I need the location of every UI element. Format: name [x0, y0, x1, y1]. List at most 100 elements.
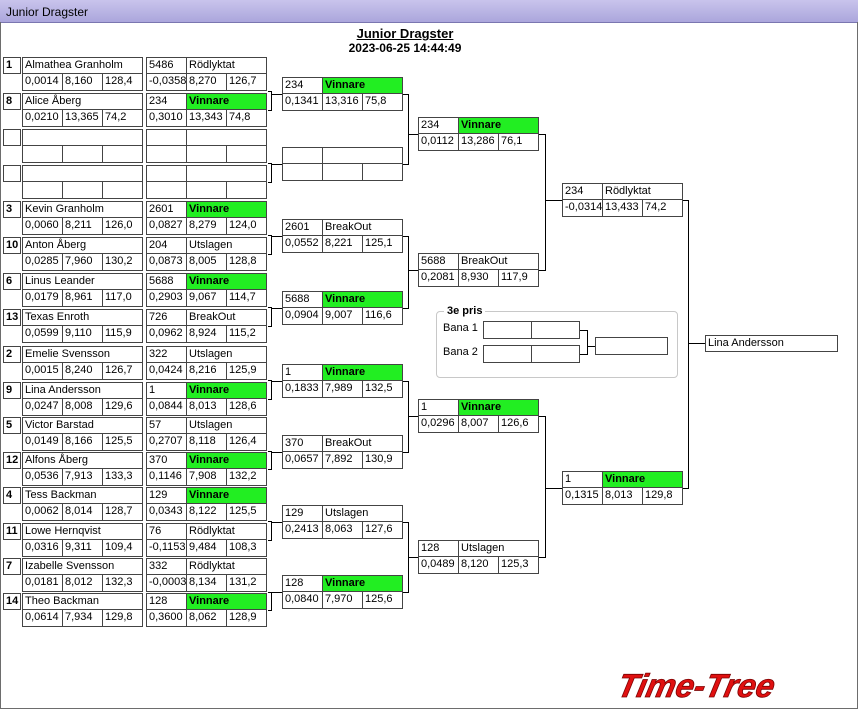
driver-entry[interactable]	[22, 165, 143, 199]
speed-cell: 128,4	[105, 75, 133, 87]
lane-id-cell: 128	[283, 576, 323, 592]
connector	[587, 346, 595, 347]
result-cell: Utslagen	[187, 238, 266, 254]
connector	[271, 307, 272, 327]
round2-entry[interactable]	[282, 147, 403, 181]
speed-cell: 126,6	[501, 417, 529, 429]
speed-cell: 125,9	[229, 364, 257, 376]
speed-cell: 74,2	[105, 111, 127, 123]
result-cell: Vinnare	[187, 202, 266, 218]
connector	[403, 236, 409, 237]
reaction-time-cell: -0,0358	[147, 74, 187, 90]
lane-id-cell: 1	[147, 383, 187, 399]
result-cell: BreakOut	[323, 436, 402, 452]
connector	[408, 236, 409, 309]
third-place-winner-box[interactable]	[595, 337, 668, 355]
lane-entry[interactable]	[146, 129, 267, 163]
speed-cell: 75,8	[365, 95, 387, 107]
seed-number: 10	[3, 237, 21, 254]
reaction-time-cell: 0,2707	[147, 434, 187, 450]
elapsed-time-cell: 8,062	[187, 610, 227, 626]
result-cell	[187, 130, 266, 146]
reaction-time-cell: 0,0179	[23, 290, 63, 306]
reaction-time-cell: 0,0424	[147, 363, 187, 379]
third-place-lane1-entry[interactable]	[483, 321, 580, 339]
connector	[545, 416, 546, 558]
third-place-panel	[436, 311, 678, 378]
seed-number: 1	[3, 57, 21, 74]
speed-cell: 117,0	[105, 291, 132, 303]
speed-cell: 125,6	[365, 593, 393, 605]
lane-id-cell	[147, 166, 187, 182]
reaction-time-cell: -0,1153	[147, 540, 187, 556]
final-winner-box[interactable]: Lina Andersson	[705, 335, 838, 352]
speed-cell: 128,9	[229, 611, 257, 623]
speed-cell: 76,1	[501, 135, 523, 147]
seed-number: 3	[3, 201, 21, 218]
reaction-time-cell: 0,0014	[23, 74, 63, 90]
reaction-time-cell: 0,0827	[147, 218, 187, 234]
elapsed-time-cell: 8,014	[63, 504, 103, 520]
connector	[271, 163, 272, 183]
elapsed-time-cell: 13,286	[459, 134, 499, 150]
driver-entry[interactable]	[22, 129, 143, 163]
connector	[539, 416, 546, 417]
connector	[268, 235, 272, 236]
speed-cell: 128,8	[229, 255, 257, 267]
reaction-time-cell: 0,0060	[23, 218, 63, 234]
lane-entry[interactable]	[146, 165, 267, 199]
reaction-time-cell: 0,0210	[23, 110, 63, 126]
elapsed-time-cell: 8,930	[459, 270, 499, 286]
reaction-time-cell: 0,2903	[147, 290, 187, 306]
connector	[268, 326, 272, 327]
elapsed-time-cell: 8,120	[459, 557, 499, 573]
driver-name: Lina Andersson	[23, 383, 142, 399]
lane-id-cell	[147, 130, 187, 146]
result-cell: Vinnare	[187, 453, 266, 469]
lane-id-cell: 234	[283, 78, 323, 94]
third-place-lane2-entry[interactable]	[483, 345, 580, 363]
lane-id-cell: 128	[419, 541, 459, 557]
